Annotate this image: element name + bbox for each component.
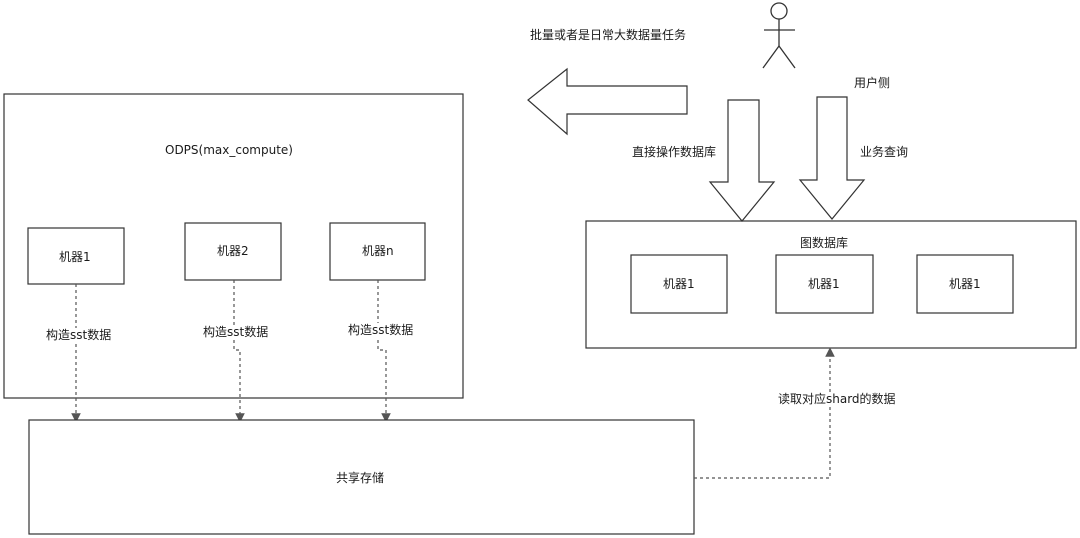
graph-db-machine-3-box (916, 254, 1014, 314)
query-arrow-shape (798, 96, 866, 220)
edge-label-machine2: 构造sst数据 (201, 325, 271, 339)
direct-arrow-shape (708, 99, 776, 222)
edge-storage-graphdb (694, 347, 835, 479)
graph-db-machine-1-label: 机器1 (663, 277, 695, 291)
odps-machine-n-box (329, 222, 426, 281)
graph-db-machine-1-box (630, 254, 728, 314)
odps-machine-1-label: 机器1 (59, 250, 91, 264)
user-icon (762, 2, 796, 69)
odps-machine-n-label: 机器n (362, 244, 394, 258)
shared-storage-label: 共享存储 (336, 471, 385, 485)
batch-arrow-label: 批量或者是日常大数据量任务 (530, 28, 687, 42)
edge-label-machinen: 构造sst数据 (346, 323, 416, 337)
user-label: 用户侧 (854, 76, 891, 90)
graph-db-title: 图数据库 (800, 236, 849, 250)
edge-machine2-storage (233, 280, 245, 423)
shared-storage-box (28, 419, 695, 535)
query-arrow-label: 业务查询 (860, 145, 909, 159)
graph-db-machine-2-label: 机器1 (808, 277, 840, 291)
edge-label-machine1: 构造sst数据 (44, 328, 114, 342)
odps-machine-2-label: 机器2 (217, 244, 249, 258)
odps-title: ODPS(max_compute) (165, 143, 293, 157)
odps-container (3, 93, 464, 399)
edge-machinen-storage (377, 280, 391, 423)
read-edge-label: 读取对应shard的数据 (776, 392, 898, 406)
graph-db-machine-2-box (775, 254, 874, 314)
odps-machine-2-box (184, 222, 282, 281)
batch-arrow-shape (527, 67, 688, 136)
direct-arrow-label: 直接操作数据库 (632, 145, 717, 159)
graph-db-machine-3-label: 机器1 (949, 277, 981, 291)
